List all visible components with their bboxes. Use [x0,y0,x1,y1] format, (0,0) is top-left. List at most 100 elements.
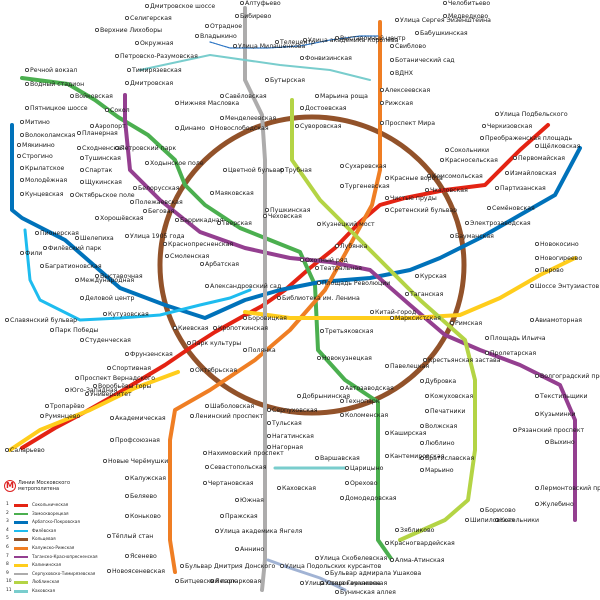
station-label: Лубянка [340,242,368,250]
station-marker [344,480,349,485]
station-label: Воробьёвы горы [98,382,151,390]
station-label: Бабушкинская [420,29,468,37]
legend-line-name: Таганско-Краснопресненская [32,553,98,559]
station-marker [339,163,344,168]
station-marker [422,357,427,362]
station-marker [504,170,509,175]
legend-line-name: Калужско-Рижская [32,545,75,550]
station-label: Южная [240,497,264,504]
station-marker [535,143,540,148]
station-marker [276,295,281,300]
station-label: Александровский сад [210,282,281,290]
station-marker [90,124,95,129]
station-marker [339,385,344,390]
station-label: Авиамоторная [535,317,582,324]
station-label: Лесопарковая [215,578,261,585]
station-label: Сокол [110,107,130,114]
legend-line-name: Арбатско-Покровская [32,519,80,525]
station-marker [314,556,319,561]
station-label: Чистые пруды [390,195,437,202]
station-label: Нижняя Масловка [180,100,239,107]
station-marker [80,179,85,184]
station-label: Деловой центр [85,294,134,302]
station-marker [426,173,431,178]
station-label: Багратионовская [45,263,102,270]
legend-line-swatch [14,564,28,567]
station-label: Улица академика Королёва [308,36,399,44]
station-marker [242,347,247,352]
station-marker [384,207,389,212]
station-label: Добрынинская [302,392,350,400]
station-label: Автозаводская [345,385,394,392]
station-label: Строгино [22,153,53,160]
station-label: Площадь Ильича [490,335,546,342]
station-marker [404,291,409,296]
station-label: Алма-Атинская [395,557,445,564]
station-marker [174,101,179,106]
station-label: Беговая [148,208,175,215]
station-label: Рижская [385,100,413,107]
legend-line-name: Кольцевая [32,536,56,542]
station-label: Крестьянская застава [428,357,501,364]
station-marker [389,44,394,49]
legend-line-swatch [14,590,28,593]
station-marker [319,581,324,586]
station-label: Бульвар Дмитрия Донского [185,563,275,570]
station-marker [204,23,209,28]
station-marker [324,571,329,576]
station-label: Маяковская [215,190,254,197]
station-marker [179,564,184,569]
station-marker [442,0,447,6]
station-marker [513,155,518,160]
station-marker [479,135,484,140]
station-marker [319,328,324,333]
station-label: Новослободская [215,124,269,132]
station-marker [334,243,339,248]
station-label: Царицыно [350,465,384,472]
station-marker [535,501,540,506]
station-label: Алексеевская [385,87,430,94]
station-marker [384,363,389,368]
station-marker [77,130,82,135]
station-label: Полежаевская [135,199,183,206]
station-label: Новокузнецкая [322,355,372,362]
station-label: Митино [25,119,50,126]
monorail-line [209,35,379,49]
station-label: Печатники [430,408,465,415]
legend-line-name: Замоскворецкая [32,510,69,516]
station-marker [302,38,307,43]
station-label: Чертановская [208,480,254,487]
station-marker [5,317,10,322]
station-marker [314,94,319,99]
station-marker [419,378,424,383]
legend-line-number: 3 [6,519,9,525]
station-marker [369,309,374,314]
station-marker [314,265,319,270]
station-marker [316,221,321,226]
station-label: Кузнецкий мост [322,220,375,228]
station-marker [125,233,130,238]
tagansko-krasnopresnenskaya-line [123,93,577,522]
station-label: Планерная [82,130,118,137]
station-label: Пушкинская [270,207,311,214]
station-label: Октябрьское поле [75,191,135,199]
station-marker [484,335,489,340]
station-label: Кропоткинская [218,325,268,332]
station-marker [379,101,384,106]
station-label: Профсоюзная [115,437,160,444]
station-label: Павелецкая [390,363,429,370]
station-marker [384,541,389,546]
station-label: Университет [90,391,132,398]
station-label: Савёловская [225,92,267,100]
station-label: Первомайская [518,154,565,162]
station-marker [202,480,207,485]
station-marker [414,273,419,278]
station-marker [189,367,194,372]
station-label: Зябликово [400,526,435,534]
kalininskaya-line [243,256,577,320]
station-marker [535,267,540,272]
